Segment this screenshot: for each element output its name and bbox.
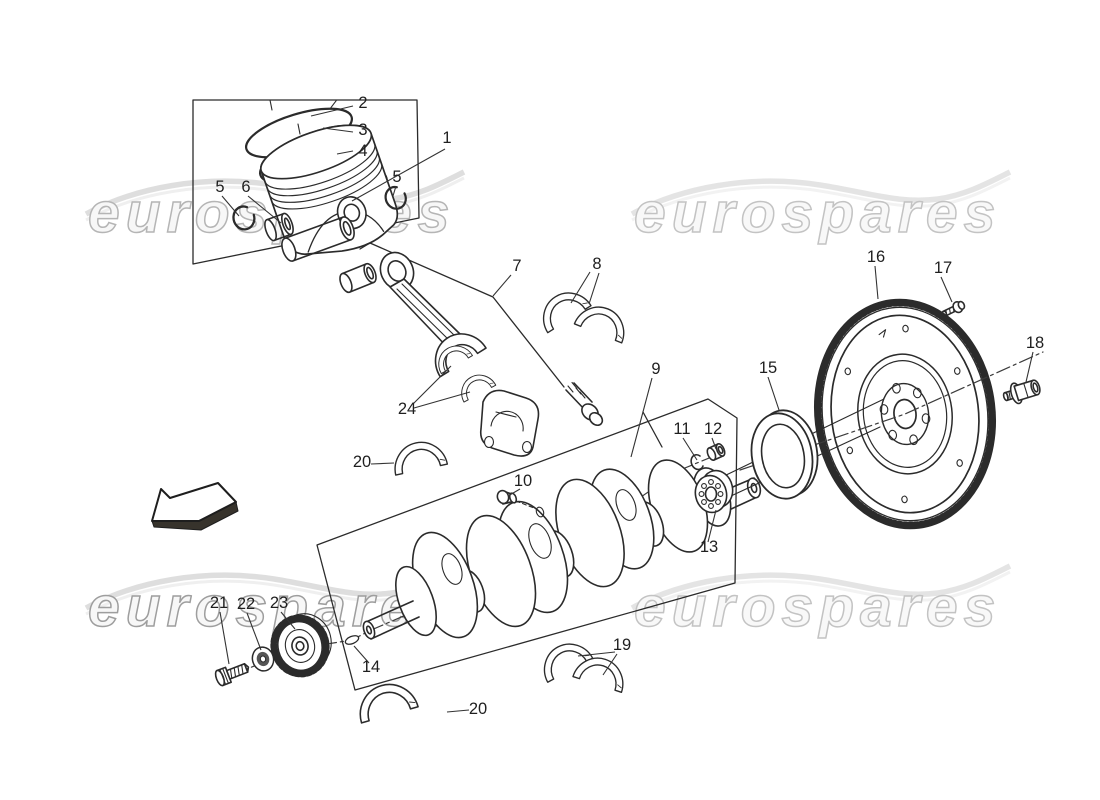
callout-12: 12 <box>704 420 722 438</box>
callout-24: 24 <box>398 400 416 418</box>
timing-gear <box>270 613 332 678</box>
crankshaft-snout <box>365 600 420 640</box>
small-end-bushing <box>339 262 377 294</box>
spacer-ring <box>750 409 819 500</box>
callout-9: 9 <box>651 360 660 378</box>
dowel-pin <box>690 453 704 471</box>
watermark-bottom-left: eurospares <box>86 566 464 640</box>
callout-14: 14 <box>362 658 380 676</box>
ring-grooves <box>264 142 383 210</box>
watermark-bottom-right: eurospares <box>632 566 1010 640</box>
piston-crown <box>260 124 373 180</box>
woodruff-key <box>344 635 360 645</box>
main-bearing-shell-19b <box>572 650 631 693</box>
main-bearing-shell-19a <box>534 634 594 683</box>
callout-15: 15 <box>759 359 777 377</box>
wrist-pin <box>281 216 355 262</box>
callout-labels: 1 2 3 4 5 6 5 7 8 9 10 11 12 13 14 15 16… <box>210 94 1044 718</box>
oil-plug-hole <box>535 506 545 518</box>
callout-19: 19 <box>613 636 631 654</box>
flywheel-bolt <box>1002 379 1041 405</box>
rod-bolt <box>565 381 604 427</box>
callout-8: 8 <box>592 255 601 273</box>
balance-mark <box>878 329 887 338</box>
callout-22: 22 <box>237 595 255 613</box>
callout-6: 6 <box>241 178 250 196</box>
flywheel <box>813 298 997 530</box>
callout-5a: 5 <box>215 178 224 196</box>
callout-4: 4 <box>358 142 367 160</box>
callout-5b: 5 <box>392 168 401 186</box>
pilot-bushing <box>706 443 726 461</box>
callout-3: 3 <box>358 121 367 139</box>
watermark-text: eurospares <box>634 575 1001 639</box>
gear-teeth <box>270 614 330 678</box>
callout-2: 2 <box>358 94 367 112</box>
center-axis-line-rear <box>739 351 1044 471</box>
pilot-bearing <box>694 469 734 514</box>
callout-17: 17 <box>934 259 952 277</box>
flywheel-face-holes <box>844 324 963 504</box>
callout-20b: 20 <box>469 700 487 718</box>
callout-10: 10 <box>514 472 532 490</box>
callout-11: 11 <box>673 420 690 438</box>
callout-16: 16 <box>867 248 885 266</box>
leader-lines <box>219 105 1034 713</box>
callout-23: 23 <box>270 594 288 612</box>
hub-bolt-holes <box>879 382 931 446</box>
crank-spigot-hole <box>893 398 917 430</box>
callout-13: 13 <box>700 538 718 556</box>
main-bearing-shell-20a <box>389 436 449 476</box>
watermark-top-right: eurospares <box>632 172 1010 246</box>
callout-7: 7 <box>512 257 521 275</box>
callout-20a: 20 <box>353 453 371 471</box>
rod-cap <box>479 389 540 457</box>
direction-arrow <box>151 482 239 531</box>
watermark-text: eurospares <box>88 575 455 639</box>
crankshaft-assembly-box <box>316 398 738 691</box>
oil-gallery-plug <box>496 489 535 509</box>
piston <box>260 124 399 256</box>
callout-1: 1 <box>442 129 451 147</box>
main-bearing-shell-20b <box>352 676 419 724</box>
callout-21: 21 <box>210 594 228 612</box>
watermark-text: eurospares <box>634 181 1001 245</box>
callout-18: 18 <box>1026 334 1044 352</box>
main-bearing-shell-8a <box>533 282 592 334</box>
gear-bolt <box>214 662 250 687</box>
ring-gear-screw <box>941 300 966 317</box>
flywheel-hub <box>880 382 930 446</box>
connecting-rod <box>339 251 604 457</box>
ring-gear-teeth <box>814 299 996 529</box>
pin-bushing <box>264 212 294 242</box>
